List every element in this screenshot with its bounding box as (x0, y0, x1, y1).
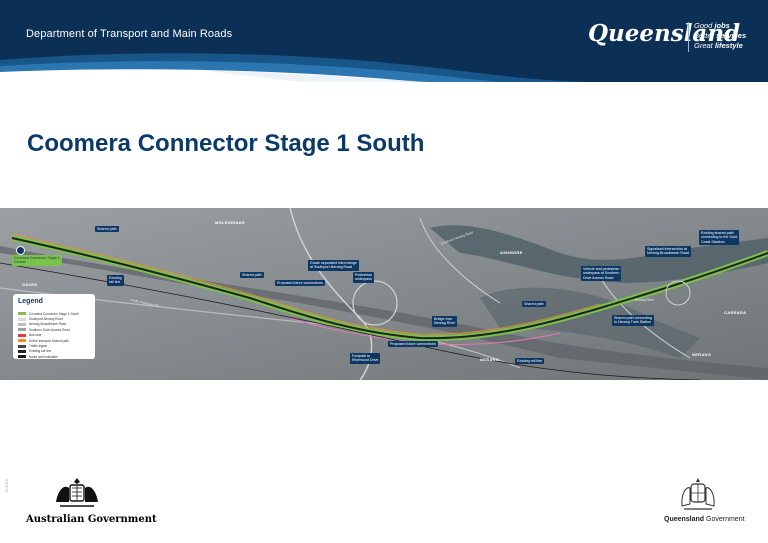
header-swoosh (0, 53, 600, 82)
location-pin-icon (16, 246, 25, 255)
legend-swatch (18, 339, 26, 343)
legend-swatch (18, 328, 26, 332)
legend-swatch (18, 344, 26, 348)
callout-future-connections-2: Proposed future connections (388, 341, 438, 348)
department-name: Department of Transport and Main Roads (26, 28, 233, 40)
callout-shared-path-2: Shared path (240, 272, 264, 279)
legend-item: Coomera Connector Stage 1 South (18, 311, 79, 316)
legend-item: Southport-Nerang Road (18, 316, 79, 321)
legend-swatch (18, 333, 26, 337)
legend-label: Coomera Connector Stage 1 South (29, 311, 79, 316)
callout-shared-path-3: Shared path (522, 301, 546, 308)
map-graphic (0, 208, 768, 380)
document-reference: 1C4325 (4, 478, 9, 493)
legend-label: Nerang-Broadbeach Road (29, 322, 67, 327)
place-nerang: NERANG (480, 357, 500, 362)
page-title: Coomera Connector Stage 1 South (27, 130, 425, 157)
queensland-government-text: Queensland Government (664, 516, 745, 523)
legend-swatch (18, 312, 26, 316)
australian-government-text: Australian Government (26, 514, 157, 525)
legend-item: Noise wall indication (18, 354, 79, 359)
legend-label: Existing rail line (29, 349, 52, 354)
place-gaven: GAVEN (22, 282, 38, 287)
legend-label: Noise wall indication (29, 354, 58, 359)
legend-item: Bus lane (18, 333, 79, 338)
callout-shared-path-1: Shared path (95, 226, 119, 233)
queensland-logo: Queensland (588, 20, 741, 47)
logo-divider (688, 22, 689, 52)
place-carrara: CARRARA (724, 310, 747, 315)
project-map: Coomera Connector Stage 1 Central MOLEND… (0, 208, 768, 380)
legend-title: Legend (18, 298, 43, 305)
legend-label: Traffic signal (29, 344, 47, 349)
legend-label: Southern Drive Access Road (29, 327, 70, 332)
legend-label: Southport-Nerang Road (29, 317, 63, 322)
legend-label: Active transport shared path (29, 338, 69, 343)
callout-future-connections-1: Proposed future connections (275, 280, 325, 287)
commonwealth-crest-icon (56, 478, 98, 507)
legend-item: Existing rail line (18, 349, 79, 354)
place-ashmore: ASHMORE (500, 250, 523, 255)
callout-existing-rail-2: Existing rail line (515, 358, 544, 365)
page-header: Department of Transport and Main Roads Q… (0, 0, 768, 82)
legend-item: Traffic signal (18, 343, 79, 348)
legend-item: Nerang-Broadbeach Road (18, 322, 79, 327)
legend-item: Southern Drive Access Road (18, 327, 79, 332)
stage-1-central-label: Coomera Connector Stage 1 Central (12, 255, 62, 266)
legend-swatch (18, 322, 26, 326)
legend-item: Active transport shared path (18, 338, 79, 343)
australian-government-logo: Australian Government (26, 476, 157, 526)
queensland-government-logo: Queensland Government (664, 476, 745, 526)
legend-swatch (18, 349, 26, 353)
place-molendinar: MOLENDINAR (215, 220, 246, 225)
legend-swatch (18, 317, 26, 321)
legend-swatch (18, 355, 26, 359)
queensland-crest-icon (681, 478, 715, 510)
place-nerang-east: NERANG (692, 352, 712, 357)
slogan: Good jobs Better services Great lifestyl… (694, 21, 747, 50)
road-nerang-river: Nerang River (635, 298, 654, 302)
legend-label: Bus lane (29, 333, 42, 338)
